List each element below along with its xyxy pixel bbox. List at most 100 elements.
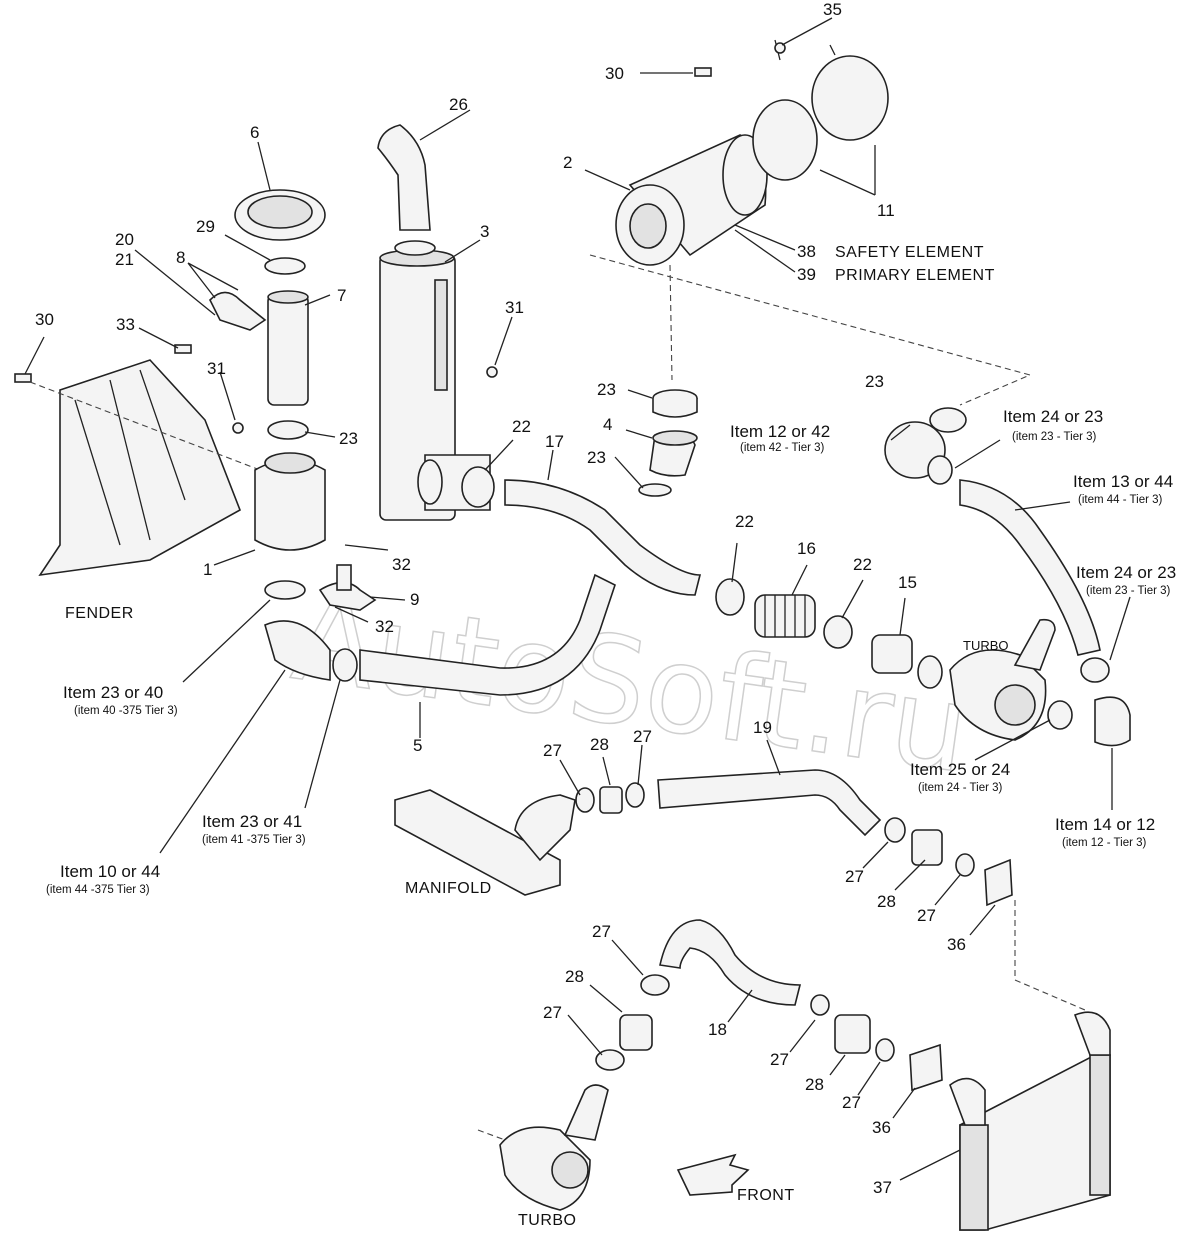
label-manifold: MANIFOLD [405,880,492,897]
sleeve-item-24-or-23-top [927,455,953,485]
nut-31-right [486,366,498,378]
callout-11: 11 [877,201,895,220]
fender-bracket [38,359,241,577]
clamp-22-middle [715,578,745,616]
callout-23-canister: 23 [597,380,616,399]
hose-5 [359,573,616,696]
clamp-22-right [823,615,853,649]
callout-19: 19 [753,718,772,737]
callout-20: 20 [115,230,134,249]
item-24-or-23-right: Item 24 or 23 [1076,563,1176,582]
callout-37: 37 [873,1178,892,1197]
guide-line-canister [589,254,1032,406]
callout-32-bottom: 32 [375,617,394,636]
callout-22-left: 22 [512,417,531,436]
exhaust-pipe-26 [377,124,436,256]
item-13-or-44: Item 13 or 44 [1073,472,1173,491]
cap-6 [234,189,326,241]
callout-23-elbow: 23 [587,448,606,467]
callout-22-right: 22 [853,555,872,574]
item-23-or-41-sub: (item 41 -375 Tier 3) [202,834,306,846]
item-25-or-24-sub: (item 24 - Tier 3) [918,782,1003,794]
sleeve-27-28-27-manifold [575,782,645,814]
guide-line-canister-down [669,264,673,381]
callout-3: 3 [480,222,489,241]
air-cleaner-canister [615,134,768,266]
sleeve-turbo-inlet [917,655,943,689]
manifold-flange [394,789,576,896]
sleeve-23-left [267,420,309,440]
valve-9 [318,564,377,611]
aftercooler-37 [949,1011,1111,1231]
label-turbo-top: TURBO [963,638,1009,653]
sleeve-23-elbow [638,483,672,497]
label-fender: FENDER [65,605,134,622]
callout-8: 8 [176,248,185,267]
callout-7: 7 [337,286,346,305]
sleeve-below-precleaner [264,580,306,600]
guide-line-fender [29,381,261,471]
turbo-upper [949,618,1056,741]
item-14-or-12: Item 14 or 12 [1055,815,1155,834]
callout-numbers: 35 30 11 2 26 3 38 SAFETY ELEMENT 39 PRI… [35,0,1009,1229]
hose-17 [504,479,702,596]
hose-18 [659,919,802,1006]
item-24-or-23-top: Item 24 or 23 [1003,407,1103,426]
guide-line-turbo [477,1129,506,1141]
callout-17: 17 [545,432,564,451]
sleeve-27-28-27-right [884,817,975,877]
flange-36-upper [984,858,1013,907]
flange-36-lower [909,1043,943,1092]
callout-30-top: 30 [605,64,624,83]
sleeve-27-28-27-lower-right [810,994,895,1062]
callout-26: 26 [449,95,468,114]
label-primary-element: PRIMARY ELEMENT [835,267,995,284]
callout-27-d: 27 [917,906,936,925]
callout-27-a: 27 [543,741,562,760]
leader-lines [24,17,1131,1181]
sleeve-27-28-27-lower-left [595,974,670,1071]
precleaner-1 [254,452,326,551]
item-23-or-41: Item 23 or 41 [202,812,302,831]
callout-23-left: 23 [339,429,358,448]
callout-4: 4 [603,415,612,434]
guide-line-aftercooler [1014,900,1086,1011]
callout-36-upper: 36 [947,935,966,954]
bellows-16 [754,594,816,638]
adapter-15 [871,634,913,674]
callout-18: 18 [708,1020,727,1039]
label-front: FRONT [737,1187,795,1204]
elbow-item-14-or-12 [1094,696,1131,747]
callout-9: 9 [410,590,419,609]
callout-35: 35 [823,0,842,19]
item-10-or-44-sub: (item 44 -375 Tier 3) [46,884,150,896]
item-23-or-40-sub: (item 40 -375 Tier 3) [74,705,178,717]
item-12-or-42-sub: (item 42 - Tier 3) [740,442,825,454]
item-24-or-23-top-sub: (item 23 - Tier 3) [1012,431,1097,443]
callout-23-right: 23 [865,372,884,391]
callout-38: 38 [797,242,816,261]
item-12-or-42: Item 12 or 42 [730,422,830,441]
item-23-or-40: Item 23 or 40 [63,683,163,702]
callout-36-lower: 36 [872,1118,891,1137]
callout-15: 15 [898,573,917,592]
callout-27-c: 27 [845,867,864,886]
item-13-or-44-sub: (item 44 - Tier 3) [1078,494,1163,506]
callout-28-c: 28 [565,967,584,986]
sleeve-item-23-or-41 [332,648,358,682]
watermark: AutoSoft.ru [285,568,977,800]
bolt-33 [174,344,192,354]
callout-27-f: 27 [543,1003,562,1022]
hose-19 [657,769,882,837]
callout-29: 29 [196,217,215,236]
clamp-22-left [461,466,495,508]
nut-31-left [232,422,244,434]
callout-5: 5 [413,736,422,755]
turbo-lower [499,1084,609,1211]
label-safety-element: SAFETY ELEMENT [835,244,984,261]
callout-28-d: 28 [805,1075,824,1094]
item-10-or-44: Item 10 or 44 [60,862,160,881]
canister-clamps-11 [752,39,889,181]
callout-22-middle: 22 [735,512,754,531]
